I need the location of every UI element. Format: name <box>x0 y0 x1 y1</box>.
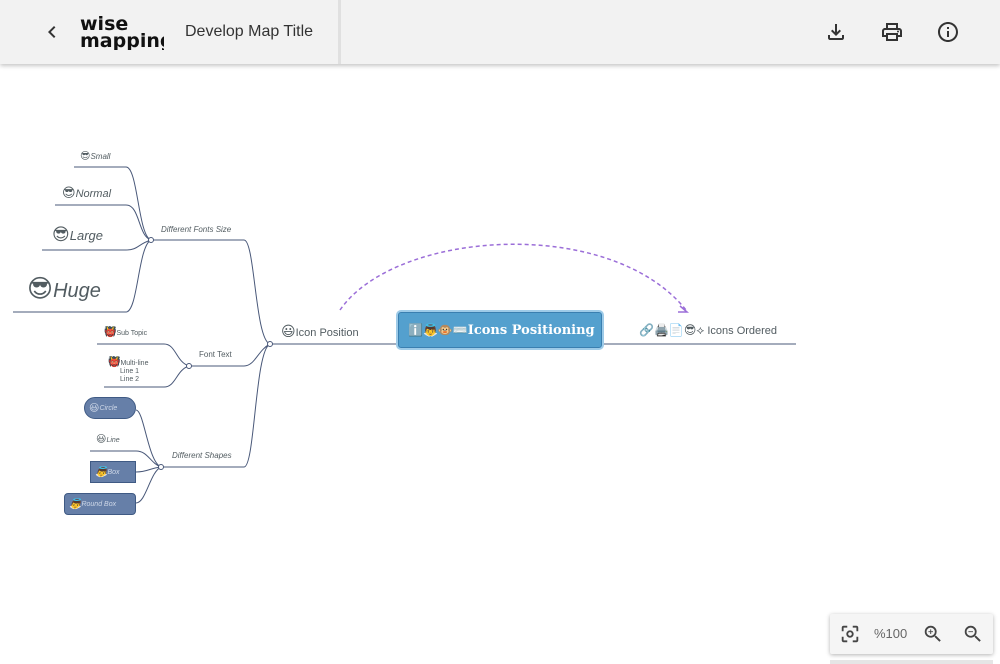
sunglasses-icon[interactable]: 😎 <box>52 225 70 244</box>
topic-label: Circle <box>99 404 118 412</box>
download-button[interactable] <box>816 12 856 52</box>
info-button[interactable] <box>928 12 968 52</box>
topic-label: Normal <box>75 188 112 200</box>
junction-fonttext[interactable] <box>186 363 192 369</box>
topic-different-shapes[interactable]: Different Shapes <box>172 451 232 460</box>
chevron-left-icon <box>48 26 56 38</box>
zoom-in-button[interactable] <box>921 622 945 646</box>
zoom-out-button[interactable] <box>961 622 985 646</box>
mindmap-canvas[interactable] <box>0 64 1000 664</box>
topic-label-line0: Multi-line <box>120 360 149 367</box>
smiley-icon[interactable]: 😃 <box>89 402 100 414</box>
connector-to-fonts <box>243 239 271 345</box>
zoom-panel-shadow <box>830 660 993 664</box>
topic-label: Large <box>69 228 103 243</box>
connector-to-shapes <box>243 343 271 468</box>
topic-label: Small <box>90 152 111 161</box>
smiley-icon[interactable]: 😃 <box>96 434 107 445</box>
sunglasses-icon[interactable]: 😎 <box>27 275 54 303</box>
back-button[interactable] <box>32 12 72 52</box>
topic-multi-line[interactable]: 👹Multi-line Line 1 Line 2 <box>108 357 149 384</box>
topic-different-fonts-size[interactable]: Different Fonts Size <box>161 225 232 234</box>
junction-shapes[interactable] <box>158 464 164 470</box>
connector-lines <box>13 166 796 504</box>
sunglasses-icon[interactable]: 😎 <box>62 185 76 200</box>
print-button[interactable] <box>872 12 912 52</box>
central-topic-icons[interactable]: ℹ️👼🐵⌨️ <box>408 323 468 337</box>
topic-label: Icon Position <box>295 327 359 339</box>
topic-label-line2: Line 2 <box>120 376 140 383</box>
logo-text-top: wise <box>80 14 128 35</box>
connector-to-fonttext <box>243 343 271 367</box>
topic-label: Round Box <box>81 500 117 508</box>
smiley-icon[interactable]: 😃 <box>281 323 296 339</box>
sunglasses-icon[interactable]: 😎 <box>80 151 91 162</box>
topic-icon-position[interactable]: 😃Icon Position <box>281 324 359 339</box>
topic-sub-topic[interactable]: 👹Sub Topic <box>104 328 147 338</box>
ogre-icon[interactable]: 👹 <box>104 327 117 338</box>
info-icon <box>938 22 958 42</box>
app-header: wise mapping Develop Map Title <box>0 0 1000 64</box>
topic-font-text[interactable]: Font Text <box>199 350 232 359</box>
zoom-panel: %100 <box>830 614 993 654</box>
ordered-icons[interactable]: 🔗🖨️📄😎 <box>639 323 697 337</box>
center-focus-icon <box>841 625 859 643</box>
topic-huge[interactable]: 😎Huge <box>27 277 101 302</box>
junction-left[interactable] <box>267 341 273 347</box>
zoom-out-icon <box>964 625 981 642</box>
logo-text-bottom: mapping <box>80 30 164 50</box>
angel-icon[interactable]: 👼 <box>95 466 108 478</box>
junction-fonts[interactable] <box>148 237 154 243</box>
topic-label: Icons Ordered <box>707 325 778 337</box>
topic-box[interactable]: 👼Box <box>90 461 136 483</box>
topic-small[interactable]: 😎Small <box>80 152 110 162</box>
tag-icon[interactable]: ⟡ <box>696 323 705 337</box>
angel-icon[interactable]: 👼 <box>69 498 82 510</box>
topic-label-line1: Line 1 <box>120 368 140 375</box>
relationship-arrow[interactable] <box>339 243 687 311</box>
central-topic[interactable]: ℹ️👼🐵⌨️ Icons Positioning <box>396 310 604 350</box>
topic-large[interactable]: 😎Large <box>52 226 103 243</box>
topic-label: Huge <box>53 280 101 302</box>
topic-circle[interactable]: 😃Circle <box>84 397 136 419</box>
map-title[interactable]: Develop Map Title <box>185 23 314 40</box>
printer-icon <box>882 23 902 41</box>
zoom-level: %100 <box>874 626 908 641</box>
header-left-section <box>0 0 341 64</box>
center-focus-button[interactable] <box>838 622 862 646</box>
wisemapping-logo[interactable]: wise mapping <box>80 14 164 50</box>
topic-label: Box <box>107 468 120 476</box>
topic-label: Sub Topic <box>116 330 148 337</box>
topic-normal[interactable]: 😎Normal <box>62 186 111 200</box>
ogre-icon[interactable]: 👹 <box>108 357 121 368</box>
topic-line[interactable]: 😃Line <box>96 435 120 445</box>
zoom-in-icon <box>924 625 941 642</box>
relationship-arrowhead <box>678 305 690 313</box>
central-topic-label: Icons Positioning <box>467 322 595 338</box>
topic-icons-ordered[interactable]: 🔗🖨️📄😎⟡ Icons Ordered <box>639 324 777 337</box>
topic-label: Line <box>106 437 120 444</box>
topic-round-box[interactable]: 👼Round Box <box>64 493 136 515</box>
download-icon <box>828 24 844 40</box>
